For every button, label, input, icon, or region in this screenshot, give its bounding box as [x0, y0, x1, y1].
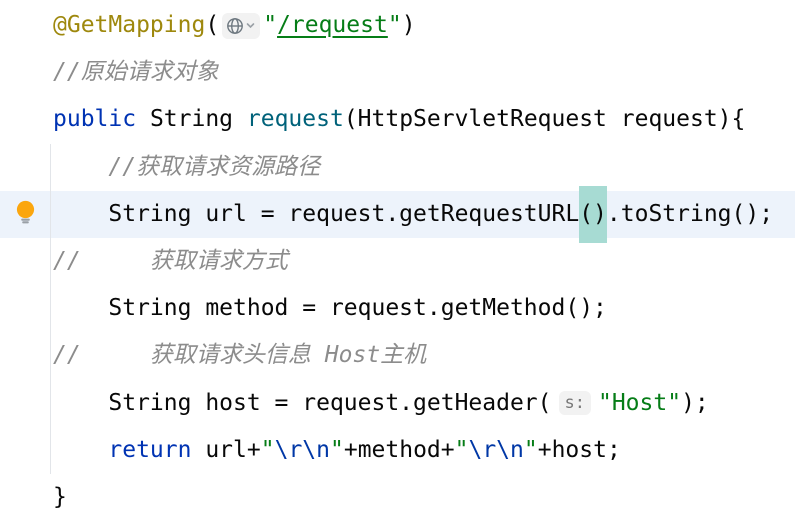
url-mapping-pill[interactable] — [222, 12, 261, 39]
editor-row: String host = request.getHeader(s:"Host"… — [0, 380, 795, 427]
editor-row: public String request(HttpServletRequest… — [0, 96, 795, 143]
code-line[interactable]: String url = request.getRequestURL().toS… — [50, 185, 774, 243]
gutter — [0, 332, 50, 379]
code-token: String method = request.getMethod(); — [53, 295, 607, 322]
code-line[interactable]: } — [50, 474, 67, 521]
gutter — [0, 380, 50, 427]
code-token: /request — [277, 12, 388, 38]
code-token: "Host" — [597, 389, 682, 416]
gutter — [0, 49, 50, 96]
code-token: request — [246, 106, 344, 133]
chevron-down-icon — [246, 23, 255, 29]
editor-row: return url+"\r\n"+method+"\r\n"+host; — [0, 427, 795, 474]
code-token: +host; — [537, 436, 621, 463]
caret-line-row: String url = request.getRequestURL().toS… — [0, 185, 795, 243]
code-line[interactable]: //获取请求资源路径 — [50, 144, 320, 191]
code-token: ) — [401, 12, 416, 38]
code-line[interactable]: // 获取请求头信息 Host主机 — [50, 332, 426, 379]
code-token: return — [108, 436, 192, 463]
code-token: " — [263, 12, 278, 38]
editor-row: @GetMapping( "/request") — [0, 2, 795, 49]
code-line[interactable]: String method = request.getMethod(); — [50, 285, 607, 332]
editor-row: // 获取请求头信息 Host主机 — [0, 332, 795, 379]
code-token: ( — [205, 12, 220, 38]
code-token: String url = request.getRequestURL — [53, 200, 580, 227]
gutter — [0, 474, 50, 521]
code-line[interactable]: return url+"\r\n"+method+"\r\n"+host; — [50, 427, 621, 474]
parameter-name-hint: s: — [558, 391, 591, 416]
code-token: // 获取请求头信息 Host主机 — [53, 342, 427, 369]
gutter — [0, 96, 50, 143]
editor-row: //原始请求对象 — [0, 49, 795, 96]
code-token: //获取请求资源路径 — [53, 153, 321, 180]
code-token: // 获取请求方式 — [53, 247, 288, 274]
code-token: } — [53, 483, 67, 510]
code-token: \r\n — [468, 436, 524, 463]
code-token: +method+ — [343, 436, 455, 463]
code-line[interactable]: //原始请求对象 — [50, 49, 219, 96]
intention-bulb-button[interactable] — [15, 200, 36, 228]
code-token: @GetMapping — [53, 12, 206, 38]
code-token: String — [136, 106, 247, 133]
gutter — [0, 2, 50, 49]
gutter — [0, 285, 50, 332]
code-line[interactable]: @GetMapping( "/request") — [50, 2, 416, 49]
editor-row: } — [0, 474, 795, 521]
code-token: " — [387, 12, 402, 38]
matched-parens-highlight: () — [579, 185, 607, 243]
gutter — [0, 427, 50, 474]
code-token: " — [454, 436, 469, 463]
code-token: //原始请求对象 — [53, 59, 219, 86]
code-token: url+ — [191, 436, 261, 463]
code-token: " — [523, 436, 538, 463]
code-token: (HttpServletRequest request){ — [343, 106, 746, 133]
editor-row: String method = request.getMethod(); — [0, 285, 795, 332]
code-token: " — [329, 436, 344, 463]
code-line[interactable]: String host = request.getHeader(s:"Host"… — [50, 380, 709, 427]
gutter — [0, 191, 50, 238]
code-token: public — [53, 106, 137, 133]
code-token: String host = request.getHeader( — [53, 389, 552, 416]
lightbulb-icon — [16, 201, 34, 224]
globe-icon — [227, 17, 244, 34]
gutter — [0, 238, 50, 285]
code-line[interactable]: // 获取请求方式 — [50, 238, 288, 285]
code-token: ); — [681, 389, 709, 416]
code-token: " — [260, 436, 275, 463]
code-token — [53, 427, 108, 474]
code-token: \r\n — [274, 436, 330, 463]
editor-row: // 获取请求方式 — [0, 238, 795, 285]
editor-row: //获取请求资源路径 — [0, 144, 795, 191]
code-token: .toString(); — [606, 200, 774, 227]
gutter — [0, 144, 50, 191]
code-line[interactable]: public String request(HttpServletRequest… — [50, 96, 745, 143]
